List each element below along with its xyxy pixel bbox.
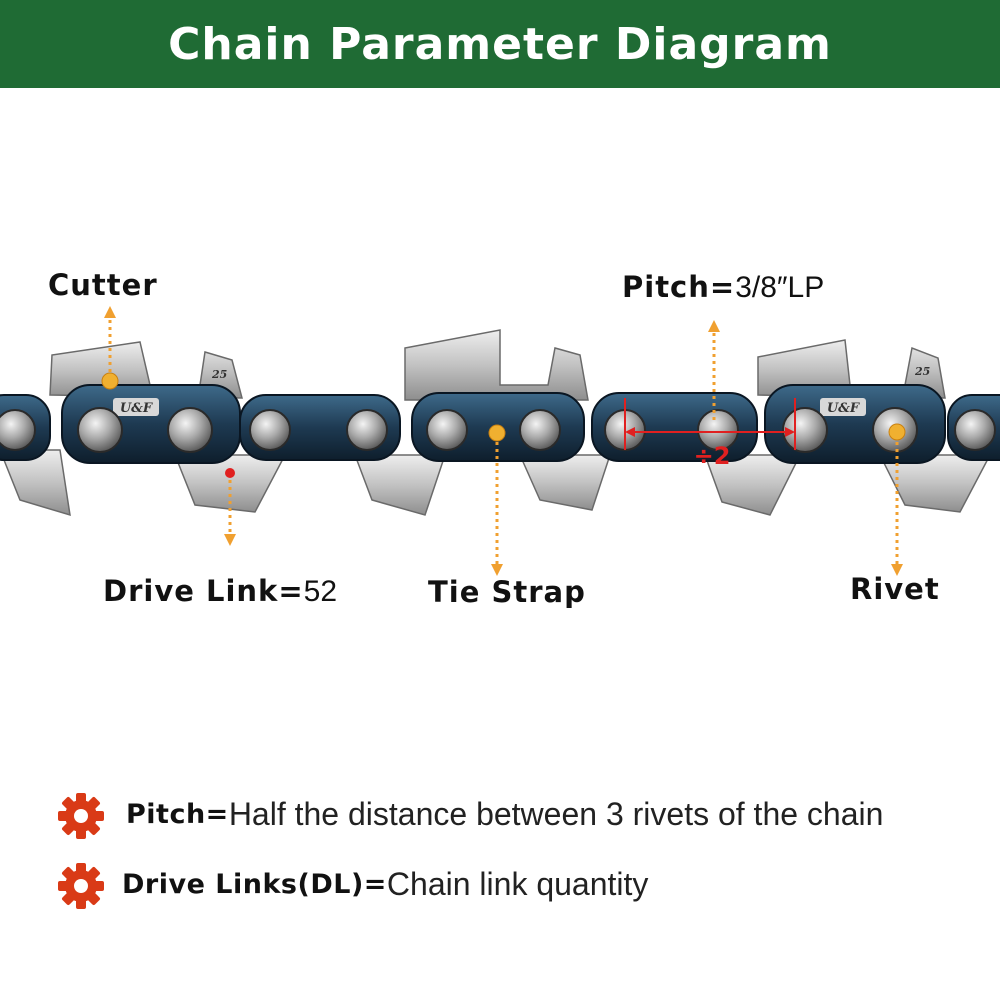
drive-link-label: Drive Link=52 [103, 574, 338, 608]
cutter-label: Cutter [48, 268, 158, 302]
gauge-stamp: 25 [914, 365, 930, 378]
pitch-measure [624, 398, 796, 450]
callout-dots [101, 372, 906, 478]
pitch-divide-marker: ÷2 [694, 442, 731, 470]
callout-arrows [104, 306, 903, 576]
side-plates [0, 384, 1000, 464]
rivet-label: Rivet [850, 572, 940, 606]
drive-link-fins [0, 449, 992, 517]
brand-stamp: U&F [120, 401, 153, 416]
tie-strap-label: Tie Strap [428, 575, 586, 609]
page-title: Chain Parameter Diagram [168, 18, 832, 70]
note-key: Pitch= [126, 799, 229, 830]
stamps: U&F U&F 25 25 [113, 365, 930, 416]
brand-stamp: U&F [827, 401, 860, 416]
note-drive-links: Drive Links(DL)=Chain link quantity [122, 866, 648, 903]
gauge-stamp: 25 [211, 368, 227, 381]
note-text: Half the distance between 3 rivets of th… [228, 796, 884, 832]
gear-icon [58, 863, 104, 909]
pitch-label: Pitch=3/8″LP [622, 270, 825, 304]
note-text: Chain link quantity [386, 866, 649, 902]
title-banner: Chain Parameter Diagram [0, 0, 1000, 88]
note-key: Drive Links(DL)= [122, 869, 387, 900]
note-pitch: Pitch=Half the distance between 3 rivets… [126, 796, 883, 833]
gear-icon [58, 793, 104, 839]
